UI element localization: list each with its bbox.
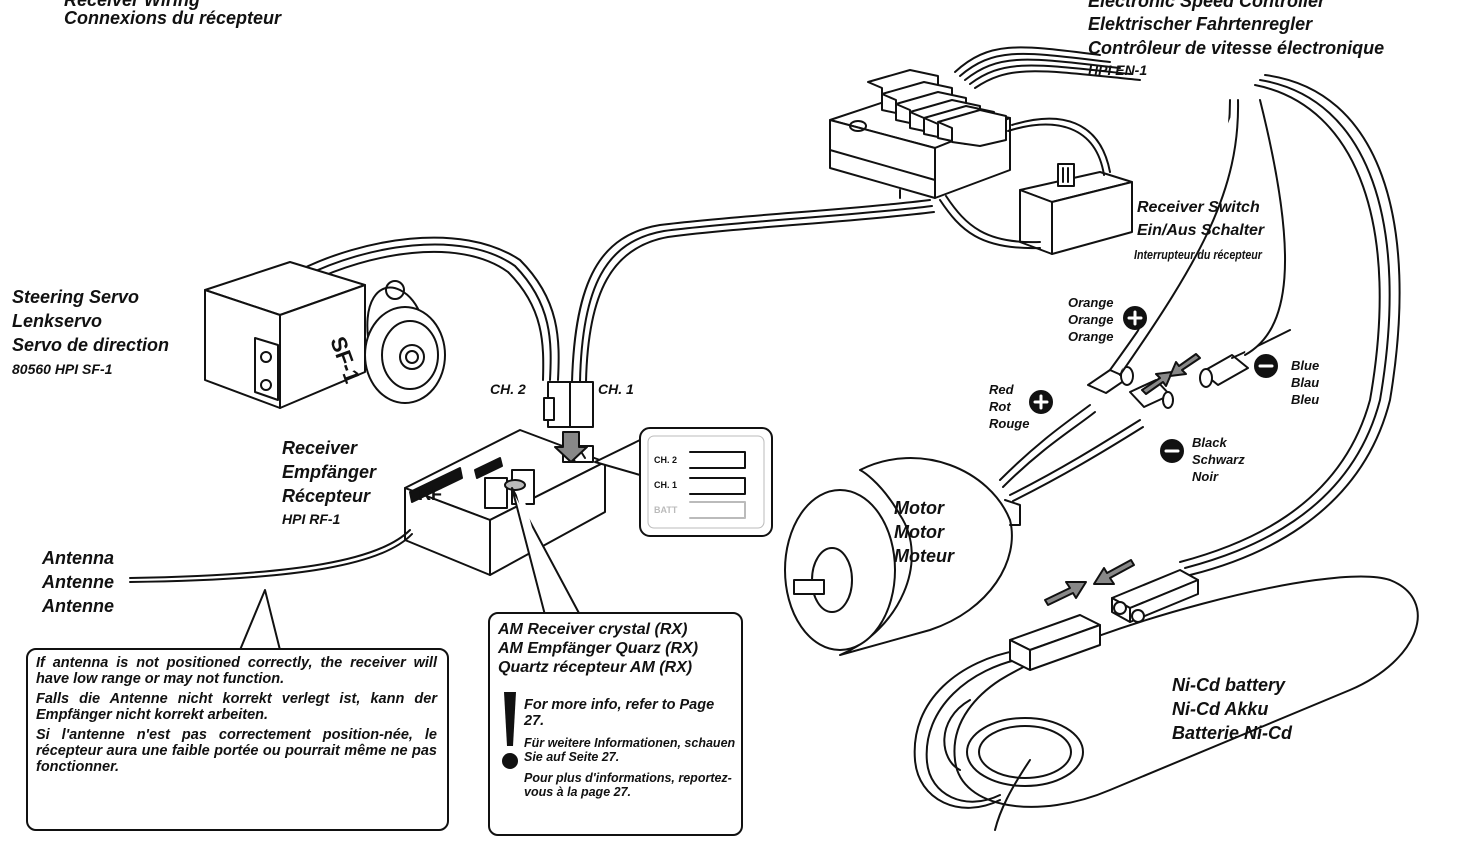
antenna-label-en: Antenna <box>42 548 114 568</box>
antenna-label-fr: Antenne <box>42 596 114 616</box>
antenna-wire <box>129 529 411 579</box>
crystal-info-de: Für weitere Informationen, schauen Sie a… <box>524 735 736 765</box>
blue-label-en: Blue <box>1291 358 1320 373</box>
orange-label-de: Orange <box>1068 312 1114 327</box>
receiver-label-de: Empfänger <box>282 462 377 482</box>
switch-label-en: Receiver Switch <box>1137 199 1260 216</box>
switch-label-de: Ein/Aus Schalter <box>1137 222 1265 239</box>
esc-model: HPI EN-1 <box>1088 62 1148 78</box>
inset-batt: BATT <box>654 505 678 515</box>
servo-label-fr: Servo de direction <box>12 335 170 355</box>
bullet-connectors <box>1087 99 1291 409</box>
receiver-label-fr: Récepteur <box>282 486 371 506</box>
servo-unit <box>204 261 446 409</box>
ch-plug <box>543 381 594 463</box>
servo-label-en: Steering Servo <box>12 287 140 307</box>
esc-label-en: Electronic Speed Controller <box>1088 0 1326 11</box>
orange-label-fr: Orange <box>1068 329 1114 344</box>
blue-label-fr: Bleu <box>1291 392 1320 407</box>
channel-inset <box>639 427 773 537</box>
red-label-en: Red <box>989 382 1014 397</box>
header-title: Connexions du récepteur <box>64 8 282 28</box>
black-label-de: Schwarz <box>1192 452 1245 467</box>
battery-label-fr: Batterie Ni-Cd <box>1172 723 1293 743</box>
switch-label-fr: Interrupteur du récepteur <box>1134 247 1262 262</box>
esc-plug <box>1111 569 1199 623</box>
servo-model: 80560 HPI SF-1 <box>12 361 113 377</box>
polarity-signs <box>1029 306 1278 463</box>
receiver-body-text: RF <box>418 484 442 504</box>
battery-pack <box>913 575 1419 831</box>
battery-label-de: Ni-Cd Akku <box>1172 699 1269 719</box>
battery-label-en: Ni-Cd battery <box>1172 675 1286 695</box>
crystal-label-en: AM Receiver crystal (RX) <box>498 621 688 638</box>
blue-label-de: Blau <box>1291 375 1320 390</box>
esc-unit <box>829 46 1141 199</box>
black-label-fr: Noir <box>1192 469 1218 484</box>
motor-label-de: Motor <box>894 522 944 542</box>
receiver-unit <box>404 429 606 576</box>
crystal-info-fr: Pour plus d'informations, reportez-vous … <box>524 770 732 799</box>
exclamation-icon <box>502 692 518 769</box>
antenna-note-fr: Si l'antenne n'est pas correctement posi… <box>36 726 437 775</box>
header-clipped: Receiver Wiring <box>64 0 200 10</box>
ch2-label: CH. 2 <box>490 381 526 397</box>
crystal-label-de: AM Empfänger Quarz (RX) <box>498 640 699 658</box>
motor-unit <box>784 404 1144 656</box>
motor-label-fr: Moteur <box>894 546 954 566</box>
inset-ch2: CH. 2 <box>654 455 678 465</box>
inset-ch1: CH. 1 <box>654 480 678 490</box>
ch1-label: CH. 1 <box>598 381 634 397</box>
esc-label-fr: Contrôleur de vitesse électronique <box>1088 38 1385 58</box>
antenna-note-en: If antenna is not positioned correctly, … <box>36 655 437 687</box>
switch-unit <box>1007 117 1133 255</box>
orange-label-en: Orange <box>1068 295 1114 310</box>
receiver-label-en: Receiver <box>282 438 358 458</box>
red-label-de: Rot <box>989 399 1011 414</box>
antenna-note-box: If antenna is not positioned correctly, … <box>26 648 449 831</box>
antenna-note-de: Falls die Antenne nicht korrekt verlegt … <box>36 690 437 723</box>
antenna-label-de: Antenne <box>42 572 114 592</box>
black-label-en: Black <box>1192 435 1227 450</box>
receiver-model: HPI RF-1 <box>282 511 341 527</box>
motor-label-en: Motor <box>894 498 944 518</box>
crystal-label-fr: Quartz récepteur AM (RX) <box>498 659 693 677</box>
red-label-fr: Rouge <box>989 416 1030 431</box>
crystal-note-box: AM Receiver crystal (RX) AM Empfänger Qu… <box>488 612 743 836</box>
crystal-info-en: For more info, refer to Page 27. <box>524 697 715 729</box>
servo-label-de: Lenkservo <box>12 311 103 331</box>
esc-label-de: Elektrischer Fahrtenregler <box>1088 14 1313 34</box>
